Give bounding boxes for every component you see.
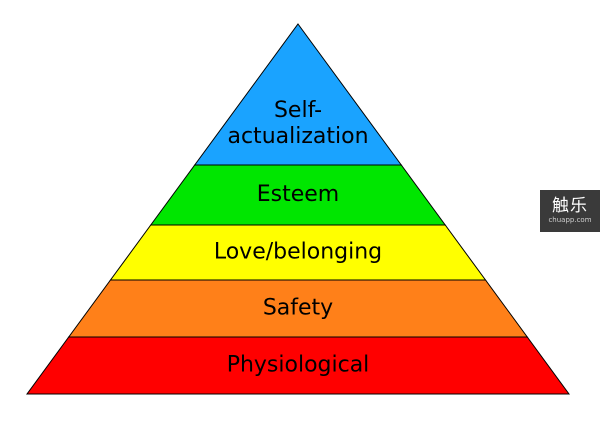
pyramid-tier-label-line: Love/belonging	[214, 240, 382, 265]
pyramid-tier-label-line: Self-	[274, 98, 322, 123]
pyramid-tier-label-line: Safety	[263, 296, 333, 321]
pyramid-tiers	[26, 23, 570, 395]
pyramid-tier-label-line: Physiological	[227, 353, 370, 378]
watermark-logo: 触乐	[552, 196, 588, 216]
pyramid-tier-label-3: Love/belonging	[214, 240, 382, 265]
pyramid-tier-label-line: actualization	[227, 124, 368, 149]
pyramid-tier-5	[26, 336, 570, 395]
pyramid-tier-label-4: Safety	[263, 296, 333, 321]
pyramid-labels: Self-actualizationEsteemLove/belongingSa…	[214, 98, 382, 378]
site-watermark: 触乐 chuapp.com	[540, 190, 600, 232]
pyramid-tier-label-2: Esteem	[257, 182, 340, 207]
pyramid-tier-label-1: Self-actualization	[227, 98, 368, 149]
pyramid-tier-label-line: Esteem	[257, 182, 340, 207]
pyramid-tier-label-5: Physiological	[227, 353, 370, 378]
watermark-url: chuapp.com	[548, 216, 592, 224]
